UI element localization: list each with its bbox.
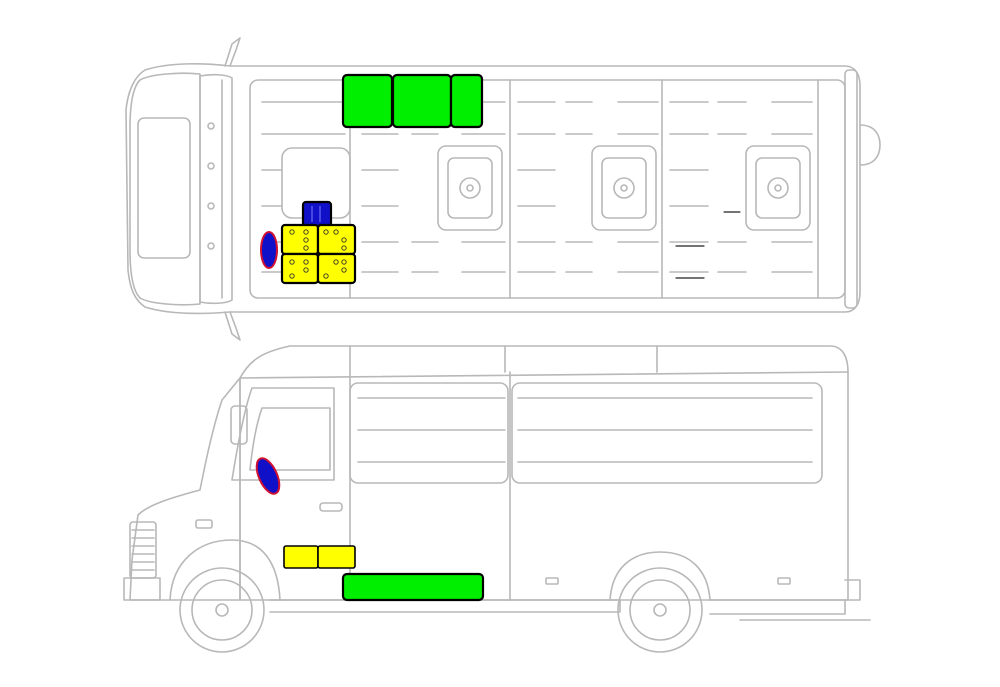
- side-rear-bumper: [844, 579, 861, 601]
- floor-yellow-box-right-upper: [316, 223, 357, 256]
- side-blue-ellipse: [255, 457, 281, 495]
- side-marker-1: [545, 577, 559, 585]
- side-cab-window: [231, 387, 335, 481]
- top-dot-4: [207, 242, 215, 250]
- top-dot-1: [207, 122, 215, 130]
- top-mirror-upper-icon: [224, 37, 241, 67]
- side-panel-ribs: [357, 397, 813, 463]
- top-rear-wheel-bulge: [859, 124, 881, 166]
- top-zones: [260, 73, 484, 285]
- top-mirror-lower-icon: [224, 311, 241, 341]
- side-view: [123, 345, 871, 653]
- side-panel-rear: [511, 382, 823, 484]
- side-window-inner: [249, 407, 331, 471]
- side-sill: [269, 599, 621, 613]
- side-door-handle-icon: [319, 502, 343, 512]
- side-marker-2: [777, 577, 791, 585]
- side-rear-skirt: [709, 599, 846, 615]
- side-rear-arch: [609, 551, 711, 601]
- side-front-arch: [169, 539, 281, 601]
- side-front-wheel-icon: [179, 567, 265, 653]
- side-mirror-icon: [230, 405, 248, 445]
- side-roof-line: [239, 371, 849, 379]
- side-yellow-box-right: [317, 545, 356, 569]
- top-windshield: [199, 73, 233, 305]
- top-dot-3: [207, 202, 215, 210]
- floor-blue-box: [301, 200, 333, 228]
- roof-rear-green: [449, 73, 484, 129]
- side-green-bar: [341, 572, 485, 602]
- floor-yellow-box-left-lower: [280, 252, 320, 285]
- top-rear-bumper: [844, 69, 858, 309]
- top-zone-details: [289, 206, 347, 279]
- top-cab-hood: [129, 72, 201, 306]
- roof-front-green: [341, 73, 394, 129]
- side-cab: [129, 377, 241, 601]
- side-zones: [255, 457, 485, 602]
- roof-middle-green: [391, 73, 453, 129]
- side-rear-wheel-icon: [617, 567, 703, 653]
- top-vent-2: [591, 145, 657, 231]
- side-badge: [195, 519, 213, 529]
- top-view: [125, 37, 881, 341]
- floor-yellow-box-left-upper: [280, 223, 320, 256]
- top-hood-panel: [137, 117, 191, 259]
- side-front-bumper: [123, 577, 161, 601]
- top-vent-1: [437, 145, 503, 231]
- top-dot-2: [207, 162, 215, 170]
- top-vent-3: [745, 145, 811, 231]
- top-blue-ellipse: [260, 231, 278, 269]
- side-yellow-box-left: [283, 545, 319, 569]
- floor-yellow-box-right-lower: [316, 252, 357, 285]
